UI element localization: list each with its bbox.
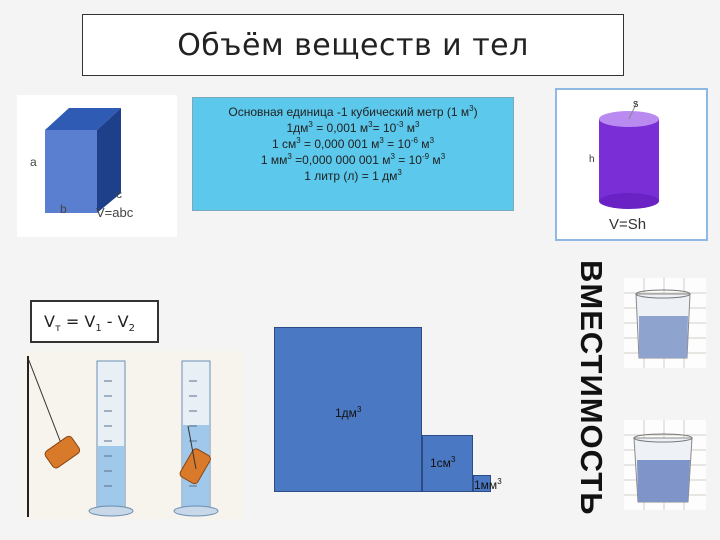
cube-cm3-label: 1см3 bbox=[430, 455, 455, 470]
cylinder-illustration: s h V=Sh bbox=[555, 88, 708, 241]
info-line-3: 1 см3 = 0,000 001 м3 = 10-6 м3 bbox=[193, 136, 513, 152]
prism-illustration: a b c V=abc bbox=[17, 95, 177, 237]
page-title: Объём веществ и тел bbox=[82, 14, 624, 76]
measuring-cylinders-icon bbox=[24, 351, 243, 519]
info-line-4: 1 мм3 =0,000 000 001 м3 = 10-9 м3 bbox=[193, 152, 513, 168]
title-text: Объём веществ и тел bbox=[177, 28, 529, 63]
cube-mm3-label: 1мм3 bbox=[474, 477, 502, 492]
cylinder-label-h: h bbox=[589, 154, 595, 165]
cylinder-label-s: s bbox=[633, 98, 639, 110]
beaker-icon bbox=[624, 420, 706, 510]
prism-label-b: b bbox=[60, 202, 67, 216]
cube-dm3-label: 1дм3 bbox=[335, 405, 361, 420]
beaker-image-1 bbox=[624, 278, 706, 368]
volume-difference-formula: Vт = V1 - V2 bbox=[30, 300, 159, 343]
cylinder-formula: V=Sh bbox=[609, 216, 646, 233]
prism-label-c: c bbox=[116, 187, 122, 201]
prism-formula: V=abc bbox=[96, 205, 133, 220]
beaker-icon bbox=[624, 278, 706, 368]
info-line-1: Основная единица -1 кубический метр (1 м… bbox=[193, 104, 513, 120]
graduated-cylinders-image bbox=[24, 351, 243, 519]
info-line-5: 1 литр (л) = 1 дм3 bbox=[193, 168, 513, 184]
info-line-2: 1дм3 = 0,001 м3= 10-3 м3 bbox=[193, 120, 513, 136]
prism-label-a: a bbox=[30, 155, 37, 169]
unit-info-box: Основная единица -1 кубический метр (1 м… bbox=[192, 97, 514, 211]
beaker-image-2 bbox=[624, 420, 706, 510]
capacity-vertical-title: ВМЕСТИМОСТЬ bbox=[571, 270, 611, 506]
